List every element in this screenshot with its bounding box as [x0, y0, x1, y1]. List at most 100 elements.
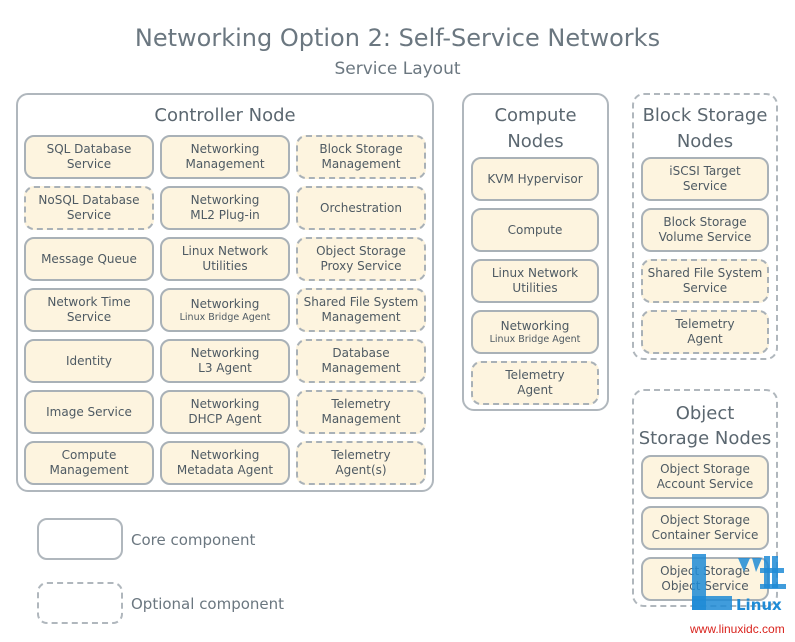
- component-label-line1: Telemetry: [331, 397, 391, 411]
- component-label-line2: ML2 Plug-in: [190, 208, 260, 222]
- component-label-line2: Service: [682, 179, 728, 193]
- component-label-line2: DHCP Agent: [188, 412, 262, 426]
- component-label-line2: Utilities: [202, 259, 248, 273]
- controller-component-box: Identity: [24, 339, 154, 383]
- block-storage-nodes-title-line1: Block Storage: [642, 105, 768, 126]
- component-label-line2: Container Service: [651, 528, 759, 542]
- component-label-line1: Orchestration: [320, 200, 402, 215]
- component-label-line1: Networking: [190, 397, 260, 411]
- component-label-line1: NoSQL Database: [38, 193, 140, 207]
- component-label-line2: Volume Service: [658, 230, 752, 244]
- object-storage-nodes-title-line1: Object: [675, 403, 735, 424]
- component-label-line2: Account Service: [656, 477, 754, 491]
- component-label-line2: Management: [185, 157, 265, 171]
- component-label-line2: Linux Bridge Agent: [489, 333, 581, 345]
- component-label-line1: Telemetry: [505, 368, 565, 382]
- component-label-line2: Proxy Service: [320, 259, 402, 273]
- component-label-line1: Networking: [190, 448, 260, 462]
- component-label-line2: Linux Bridge Agent: [179, 311, 271, 323]
- compute-component-box: Compute: [471, 208, 599, 252]
- component-label-line1: Image Service: [46, 404, 132, 419]
- watermark-brand: Linux: [736, 596, 782, 614]
- component-label-line2: Metadata Agent: [176, 463, 274, 477]
- component-label-line2: Management: [321, 412, 401, 426]
- component-label-line2: Management: [49, 463, 129, 477]
- component-label-line2: Management: [321, 157, 401, 171]
- controller-component-box: Orchestration: [296, 186, 426, 230]
- component-label-line1: Networking: [190, 346, 260, 360]
- component-label-line1: Block Storage: [319, 142, 403, 156]
- component-label-line1: Block Storage: [663, 215, 747, 229]
- compute-nodes-title-line2: Nodes: [507, 131, 564, 152]
- component-label-line1: Networking: [190, 296, 260, 311]
- diagram-title: Networking Option 2: Self-Service Networ…: [134, 24, 661, 52]
- legend-core-swatch: [37, 518, 123, 560]
- component-label-line1: Linux Network: [181, 244, 269, 258]
- diagram-subtitle: Service Layout: [334, 59, 461, 79]
- component-label-line1: Shared File System: [647, 266, 763, 280]
- component-label-line2: Management: [321, 361, 401, 375]
- component-label-line1: Network Time: [47, 295, 131, 309]
- component-label-line2: Management: [321, 310, 401, 324]
- component-label-line2: Agent: [517, 383, 553, 397]
- watermark-url: www.linuxidc.com: [690, 622, 785, 636]
- legend-optional-label: Optional component: [131, 595, 285, 613]
- component-label-line2: Service: [682, 281, 728, 295]
- compute-nodes-group: Compute Nodes: [462, 93, 609, 411]
- legend-optional-swatch: [37, 582, 123, 624]
- component-label-line1: Shared File System: [303, 295, 419, 309]
- component-label-line1: iSCSI Target: [669, 164, 741, 178]
- component-label-line2: Agent: [687, 332, 723, 346]
- component-label-line1: Object Storage: [316, 244, 406, 258]
- component-label-line2: Service: [66, 310, 112, 324]
- compute-nodes-title-line1: Compute: [494, 105, 577, 126]
- component-label-line1: KVM Hypervisor: [487, 171, 583, 186]
- component-label-line1: Linux Network: [491, 266, 579, 280]
- component-label-line1: Object Storage: [660, 462, 750, 476]
- component-label-line1: Message Queue: [41, 251, 137, 266]
- component-label-line1: Database: [332, 346, 390, 360]
- controller-component-box: Message Queue: [24, 237, 154, 281]
- compute-component-box: KVM Hypervisor: [471, 157, 599, 201]
- component-label-line1: Compute: [61, 448, 117, 462]
- component-label-line2: Service: [66, 157, 112, 171]
- component-label-line1: Networking: [190, 142, 260, 156]
- controller-component-box: Image Service: [24, 390, 154, 434]
- component-label-line1: Telemetry: [675, 317, 735, 331]
- watermark-logo: Linux: [690, 550, 790, 620]
- component-label-line1: Compute: [507, 222, 563, 237]
- component-label-line2: Agent(s): [335, 463, 387, 477]
- component-label-line1: Telemetry: [331, 448, 391, 462]
- object-storage-nodes-title-line2: Storage Nodes: [638, 428, 772, 449]
- component-label-line1: SQL Database: [46, 142, 132, 156]
- component-label-line1: Object Storage: [660, 513, 750, 527]
- component-label-line2: L3 Agent: [198, 361, 252, 375]
- linux-logo-icon: [692, 554, 786, 610]
- legend-core-label: Core component: [131, 531, 256, 549]
